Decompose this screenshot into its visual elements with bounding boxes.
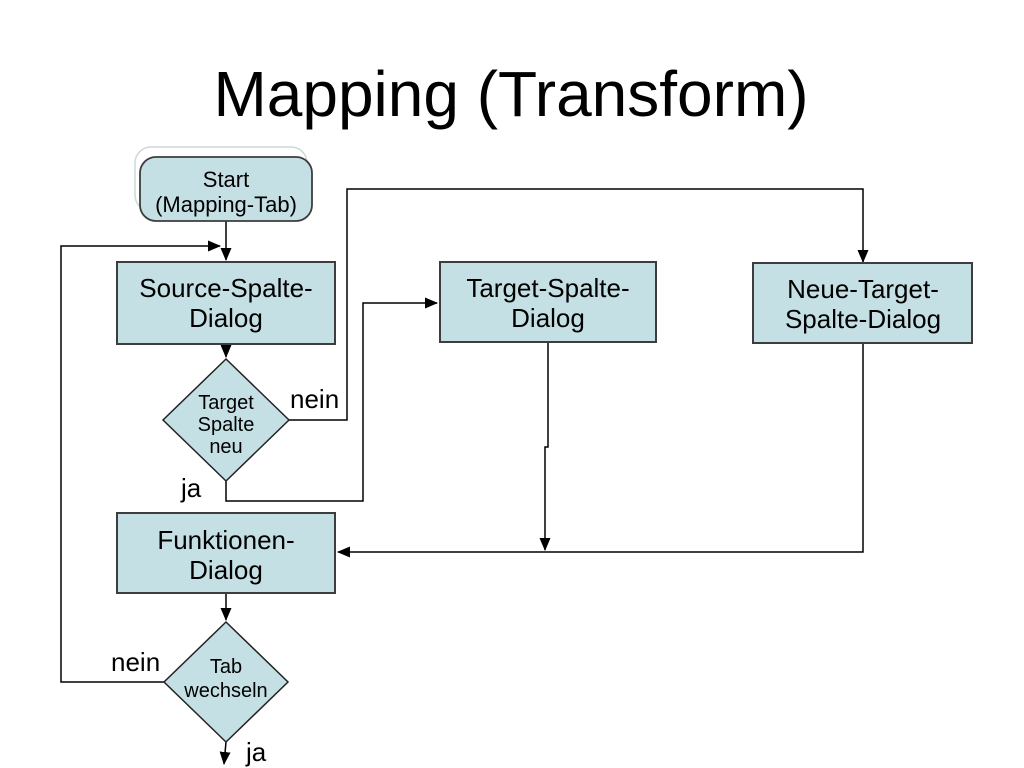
edge-target-to-merge [539, 343, 551, 551]
edge-decision-nein-to-neue-target [289, 188, 869, 421]
label-tab-wechseln-ja: ja [245, 737, 267, 767]
edge-decision-ja-to-target [225, 297, 438, 502]
label-tab-wechseln-nein: nein [111, 647, 160, 677]
label-target-spalte-neu-nein: nein [290, 384, 339, 414]
decision-target-spalte-neu-label: Spalte [198, 414, 255, 436]
node-funktionen-dialog-label: Funktionen- [157, 525, 294, 555]
decision-tab-wechseln-label: Tab [210, 656, 242, 678]
node-funktionen-dialog [116, 512, 336, 594]
node-start-label: Start [203, 167, 249, 192]
node-neue-target-spalte-dialog-label: Spalte-Dialog [785, 304, 941, 334]
decision-target-spalte-neu [161, 357, 291, 483]
decision-tab-wechseln-label: wechseln [183, 680, 267, 702]
node-start-label: (Mapping-Tab) [155, 192, 297, 217]
edge-neue-target-to-funktionen [337, 343, 864, 558]
node-start [139, 156, 313, 222]
node-neue-target-spalte-dialog-label: Neue-Target- [787, 274, 939, 304]
edge-tab-nein-loop [60, 240, 221, 683]
node-target-spalte-dialog-label: Dialog [511, 303, 585, 333]
edge-tab-ja-exit [219, 741, 231, 765]
label-target-spalte-neu-ja: ja [180, 473, 202, 503]
decision-tab-wechseln [162, 620, 290, 744]
decision-target-spalte-neu-label: neu [209, 436, 242, 458]
slide-title: Mapping (Transform) [213, 58, 808, 130]
node-target-spalte-dialog-label: Target-Spalte- [466, 273, 629, 303]
node-source-spalte-dialog-label: Dialog [189, 303, 263, 333]
node-neue-target-spalte-dialog [752, 262, 973, 344]
node-source-spalte-dialog [116, 261, 336, 345]
node-target-spalte-dialog [439, 261, 657, 343]
node-source-spalte-dialog-label: Source-Spalte- [139, 273, 312, 303]
decision-target-spalte-neu-label: Target [198, 392, 254, 414]
node-funktionen-dialog-label: Dialog [189, 555, 263, 585]
